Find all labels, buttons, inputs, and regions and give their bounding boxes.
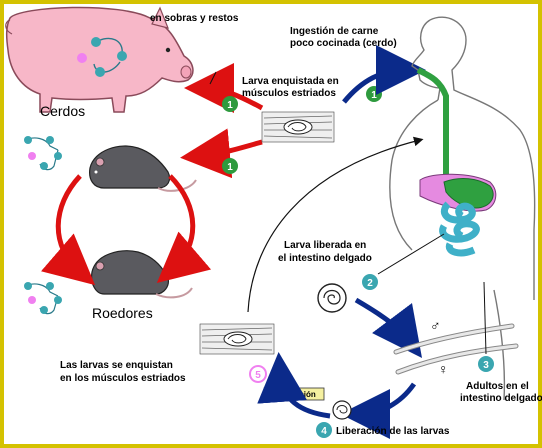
- step-2-badge: 2: [362, 274, 378, 290]
- svg-text:5: 5: [255, 370, 261, 381]
- svg-text:1: 1: [227, 100, 233, 111]
- label-larva-enquistada-line2: músculos estriados: [242, 88, 336, 99]
- rat-top-cycle-icon: [24, 136, 62, 170]
- step-3-badge: 3: [478, 356, 494, 372]
- pointer-line-adults: [484, 282, 486, 354]
- step-1-badge-human: 1: [366, 86, 382, 102]
- blue-arrow-to-release: [360, 384, 414, 414]
- label-cerdos: Cerdos: [40, 103, 85, 119]
- label-larva-liberada-line1: Larva liberada en: [284, 240, 366, 251]
- circulacion-tag: Circulación: [264, 388, 324, 400]
- label-roedores: Roedores: [92, 305, 153, 321]
- step-4-badge: 4: [316, 422, 332, 438]
- liberated-larva-coil: [318, 284, 346, 312]
- svg-text:3: 3: [483, 360, 489, 371]
- encysted-larva-muscle-top: [262, 112, 334, 142]
- label-enquistan-line2: en los músculos estriados: [60, 373, 186, 384]
- female-symbol: ♀: [438, 361, 449, 377]
- label-adultos-line2: intestino delgado: [460, 393, 542, 404]
- label-larva-enquistada-line1: Larva enquistada en: [242, 76, 339, 87]
- released-larva-coil: [333, 401, 351, 419]
- adult-worms: [396, 326, 516, 372]
- label-larva-liberada-line2: el intestino delgado: [278, 253, 372, 264]
- svg-text:1: 1: [227, 162, 233, 173]
- pointer-line-larva-liberada: [378, 234, 444, 274]
- blue-arrow-to-adults: [356, 300, 410, 342]
- label-adultos-line1: Adultos en el: [466, 381, 529, 392]
- red-arrow-rodent-left: [58, 176, 80, 272]
- label-enquistan-line1: Las larvas se enquistan: [60, 360, 173, 371]
- step-1-badge-rat: 1: [222, 158, 238, 174]
- red-arrow-to-rat: [200, 142, 262, 156]
- label-top-snippet: en sobras y restos: [150, 13, 239, 24]
- svg-text:1: 1: [371, 90, 377, 101]
- small-intestine: [443, 204, 477, 253]
- svg-text:Circulación: Circulación: [272, 390, 316, 399]
- step-1-badge-pig: 1: [222, 96, 238, 112]
- rat-bottom-illustration: [92, 251, 192, 298]
- svg-text:2: 2: [367, 278, 373, 289]
- male-symbol: ♂: [430, 317, 441, 333]
- encysted-larva-muscle-bottom: [200, 324, 274, 354]
- label-ingestion-line2: poco cocinada (cerdo): [290, 38, 397, 49]
- svg-text:4: 4: [321, 426, 327, 437]
- step-5-badge: 5: [250, 366, 266, 382]
- rat-bottom-cycle-icon: [24, 282, 62, 314]
- label-liberacion: Liberación de las larvas: [336, 426, 450, 437]
- esophagus: [418, 70, 446, 190]
- label-ingestion-line1: Ingestión de carne: [290, 26, 379, 37]
- pointer-line-pig: [210, 72, 216, 84]
